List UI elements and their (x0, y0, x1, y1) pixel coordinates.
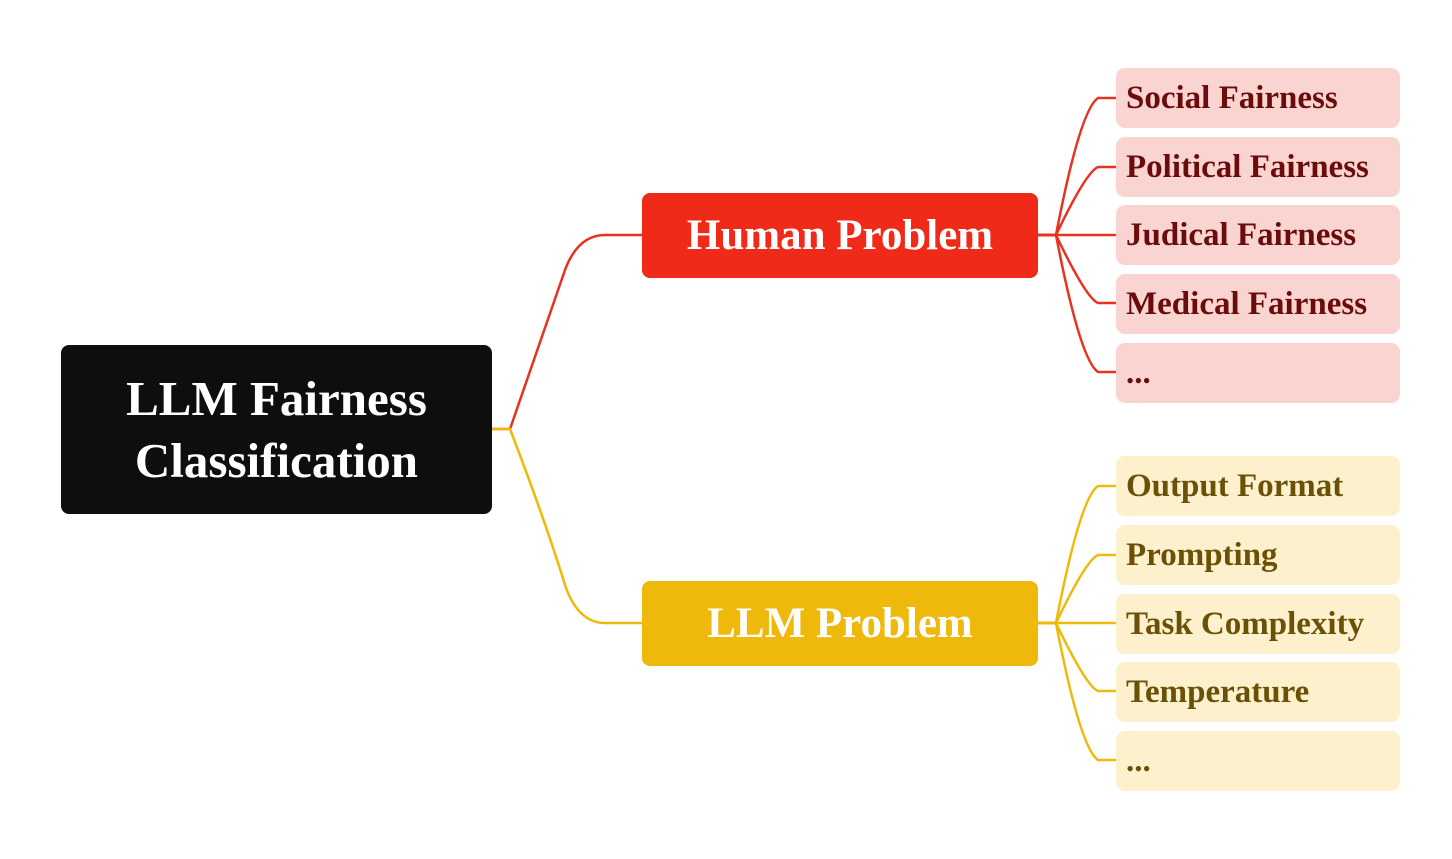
branch-llm-problem: LLM Problem (642, 581, 1038, 666)
branch-human-label: Human Problem (686, 212, 994, 259)
leaf-medical-fairness: Medical Fairness (1116, 274, 1400, 334)
leaf-label: Prompting (1126, 536, 1278, 573)
connector-human-leaf-4 (1038, 233, 1116, 305)
branch-human-problem: Human Problem (642, 193, 1038, 278)
leaf-label: Social Fairness (1126, 79, 1338, 116)
leaf-label: Output Format (1126, 467, 1344, 504)
connector-human-leaf-2 (1038, 165, 1116, 237)
leaf-political-fairness: Political Fairness (1116, 137, 1400, 197)
leaf-task-complexity: Task Complexity (1116, 594, 1400, 654)
leaf-llm-ellipsis: ... (1116, 731, 1400, 791)
leaf-social-fairness: Social Fairness (1116, 68, 1400, 128)
root-title-line2: Classification (134, 432, 419, 488)
connector-llm-leaf-2 (1038, 553, 1116, 625)
leaf-label: Political Fairness (1126, 148, 1369, 185)
root-node: LLM Fairness Classification (61, 345, 492, 514)
leaf-label: Task Complexity (1126, 605, 1365, 642)
connector-human-leaf-5 (1038, 233, 1116, 374)
connector-llm-leaf-4 (1038, 621, 1116, 693)
connector-root-llm (492, 427, 642, 625)
branch-llm-label: LLM Problem (707, 600, 973, 647)
connector-llm-leaf-1 (1038, 484, 1116, 625)
connector-root-human (492, 233, 642, 431)
leaf-prompting: Prompting (1116, 525, 1400, 585)
root-title-line1: LLM Fairness (126, 370, 427, 426)
leaf-temperature: Temperature (1116, 662, 1400, 722)
leaf-label: ... (1126, 742, 1151, 779)
leaf-label: Temperature (1126, 673, 1310, 710)
leaf-label: Judical Fairness (1126, 216, 1357, 253)
leaf-label: Medical Fairness (1126, 285, 1368, 322)
leaf-judical-fairness: Judical Fairness (1116, 205, 1400, 265)
connector-llm-leaf-5 (1038, 621, 1116, 762)
leaf-label: ... (1126, 354, 1151, 391)
connector-human-leaf-1 (1038, 96, 1116, 237)
leaf-human-ellipsis: ... (1116, 343, 1400, 403)
leaf-output-format: Output Format (1116, 456, 1400, 516)
